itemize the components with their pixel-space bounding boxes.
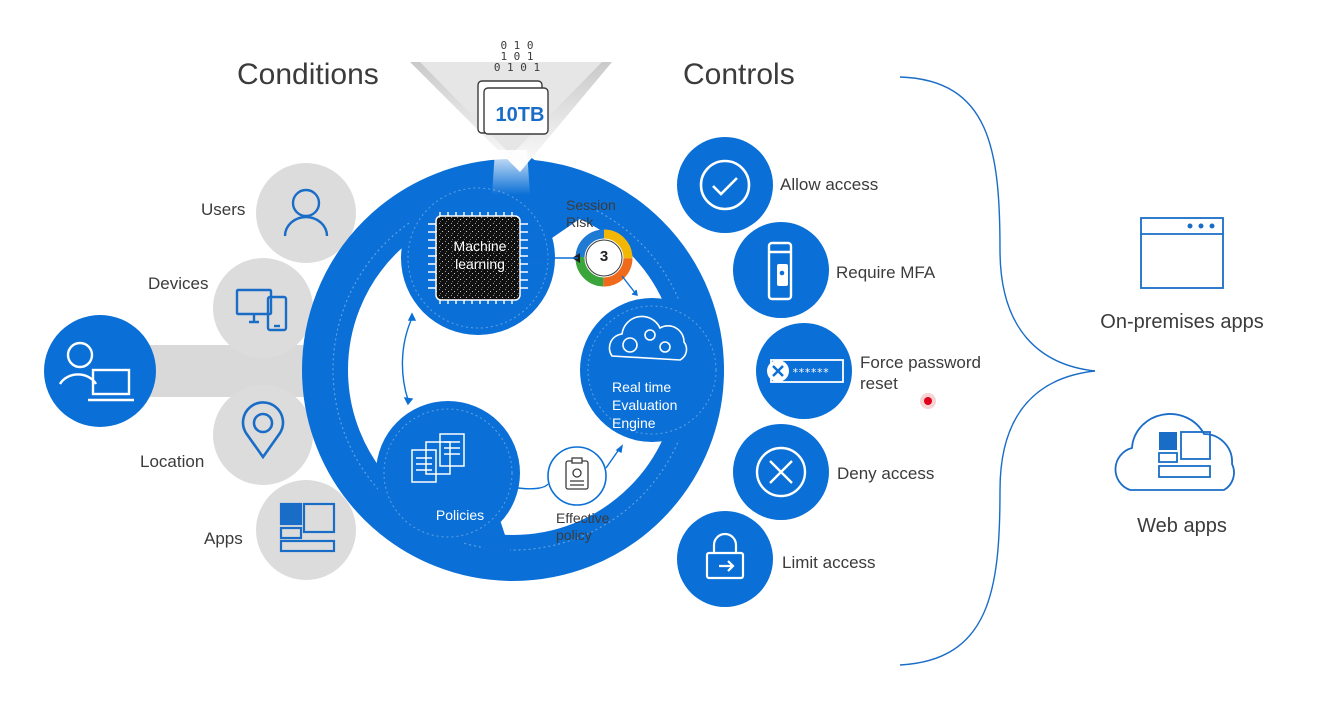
- condition-label-users: Users: [201, 200, 246, 219]
- control-allow-access[interactable]: [677, 137, 773, 233]
- apps-icon: [279, 502, 336, 553]
- evaluation-engine-line: Engine: [612, 415, 656, 431]
- session-risk-value: 3: [599, 248, 609, 265]
- effective-policy-node: [547, 446, 607, 506]
- control-limit-access[interactable]: [677, 511, 773, 607]
- limited-lock-icon: [705, 532, 745, 580]
- user-node[interactable]: [44, 315, 156, 427]
- conditions-heading: Conditions: [237, 58, 379, 91]
- policy-documents-icon: [411, 433, 465, 483]
- session-risk-gauge: [572, 229, 633, 287]
- location-pin-icon: [241, 401, 285, 460]
- pointer-cursor: [920, 393, 936, 409]
- policies-label: Policies: [435, 507, 485, 523]
- browser-window-icon: [1140, 217, 1224, 289]
- condition-devices-circle[interactable]: [213, 258, 313, 358]
- password-reset-icon: [767, 359, 844, 383]
- evaluation-engine-line: Evaluation: [612, 397, 678, 413]
- web-apps-label: Web apps: [1137, 515, 1227, 537]
- password-mask: ******: [792, 366, 829, 379]
- binary-stream: 0 1 0 1 0 1 0 1 0 1: [487, 40, 547, 73]
- clipboard-icon: [565, 457, 589, 490]
- control-label-limit-access: Limit access: [782, 553, 876, 572]
- condition-label-location: Location: [140, 452, 205, 471]
- chip-icon: [428, 212, 528, 304]
- binary-row: 0 1 0: [500, 39, 534, 52]
- binary-row: 0 1 0 1: [493, 61, 541, 74]
- data-files-icon: [477, 80, 549, 135]
- effective-policy-line: Effective: [556, 510, 610, 526]
- controls-brace: [899, 76, 1096, 666]
- controls-heading: Controls: [683, 58, 795, 91]
- condition-apps-circle[interactable]: [256, 480, 356, 580]
- data-funnel: [410, 62, 612, 195]
- policies-node: [376, 401, 520, 545]
- data-size-label: 10TB: [495, 104, 545, 126]
- machine-learning-label: Machine learning: [453, 238, 507, 272]
- control-label-allow-access: Allow access: [780, 175, 879, 194]
- control-require-mfa[interactable]: [733, 222, 829, 318]
- user-laptop-icon: [58, 341, 134, 402]
- session-risk-label: Session Risk: [566, 197, 616, 230]
- devices-icon: [235, 288, 288, 332]
- control-label-require-mfa: Require MFA: [836, 263, 936, 282]
- control-label-deny-access: Deny access: [837, 464, 935, 483]
- on-premises-apps-label: On-premises apps: [1100, 311, 1264, 333]
- control-deny-access[interactable]: [733, 424, 829, 520]
- binary-row: 1 0 1: [500, 50, 534, 63]
- cloud-app-icon: [1114, 413, 1235, 491]
- evaluation-engine-label: Real time Evaluation Engine: [612, 378, 702, 432]
- cloud-gears-icon: [608, 315, 688, 361]
- effective-policy-line: policy: [556, 527, 592, 543]
- condition-label-apps: Apps: [204, 529, 243, 548]
- phone-lock-icon: [767, 241, 793, 301]
- condition-label-devices: Devices: [148, 274, 209, 293]
- effective-policy-label: Effective policy: [556, 510, 609, 544]
- control-force-password-reset[interactable]: [756, 323, 852, 419]
- deny-x-icon: [755, 446, 807, 498]
- user-icon: [283, 188, 329, 237]
- flow-arrows: [401, 257, 638, 490]
- condition-users-circle[interactable]: [256, 163, 356, 263]
- condition-location-circle[interactable]: [213, 385, 313, 485]
- evaluation-engine-line: Real time: [612, 379, 672, 395]
- checkmark-icon: [699, 159, 751, 211]
- evaluation-engine-node: [580, 298, 724, 442]
- control-label-force-password-reset: Force password reset: [860, 353, 981, 393]
